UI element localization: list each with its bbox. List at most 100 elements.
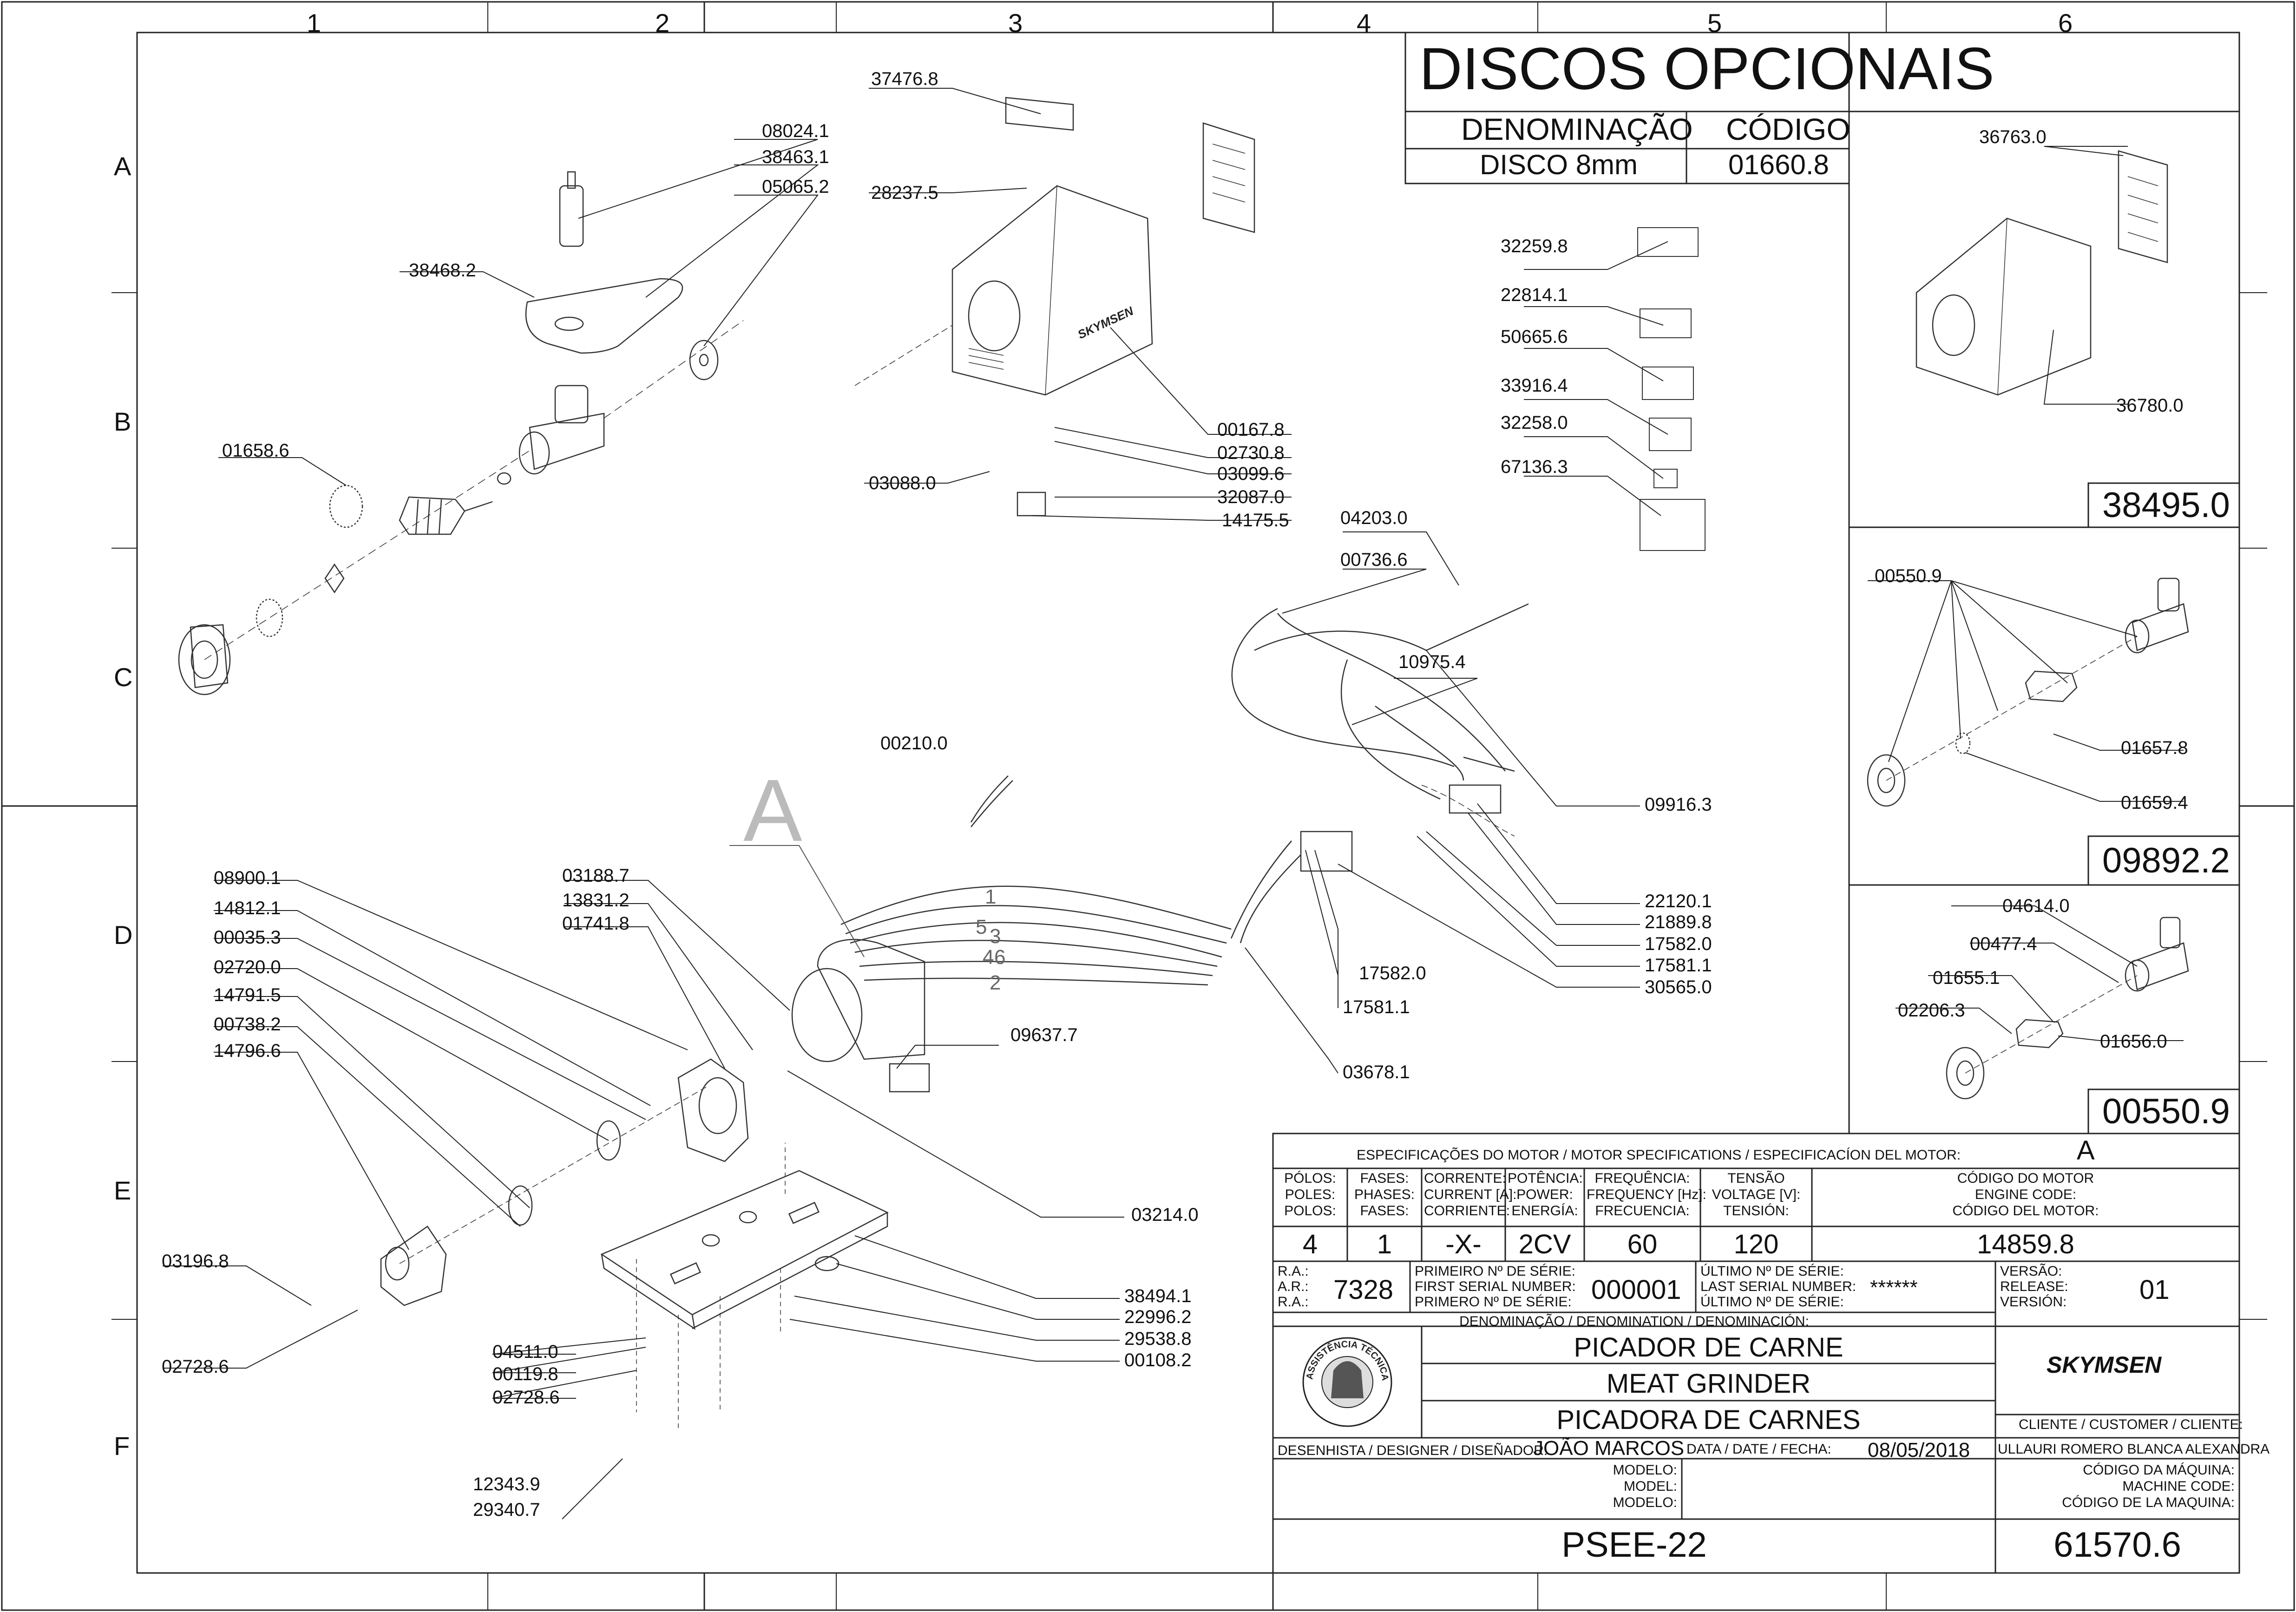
model-label: MODELO: xyxy=(1613,1462,1677,1478)
date-value: 08/05/2018 xyxy=(1868,1439,1970,1461)
part-number: 17582.0 xyxy=(1645,934,1712,954)
part-number: 28237.5 xyxy=(871,183,938,203)
designer-label: DESENHISTA / DESIGNER / DISEÑADOR: xyxy=(1278,1443,1548,1458)
ra-value: 7328 xyxy=(1333,1275,1394,1305)
phases-value: 1 xyxy=(1377,1229,1392,1259)
wire-number: 2 xyxy=(990,971,1001,994)
part-number: 00167.8 xyxy=(1217,419,1285,440)
voltage-label: TENSIÓN: xyxy=(1723,1203,1789,1219)
column-label: 4 xyxy=(1357,8,1371,38)
voltage-label: VOLTAGE [V]: xyxy=(1712,1187,1801,1202)
part-number: 37476.8 xyxy=(871,69,938,89)
part-number: 00108.2 xyxy=(1124,1350,1192,1370)
column-label: 1 xyxy=(307,8,321,38)
row-label: E xyxy=(114,1176,131,1205)
part-number: 01655.1 xyxy=(1933,968,2000,988)
last-serial-value: ****** xyxy=(1870,1276,1918,1299)
part-number: 05065.2 xyxy=(762,177,829,197)
part-number: 08024.1 xyxy=(762,121,829,141)
column-label: 6 xyxy=(2058,8,2073,38)
model-label: MODEL: xyxy=(1623,1479,1677,1494)
ra-label: A.R.: xyxy=(1278,1279,1309,1294)
part-number: 22120.1 xyxy=(1645,891,1712,911)
authorized-seal xyxy=(1302,1337,1392,1427)
drawing-frame xyxy=(136,32,2240,1574)
column-label: 3 xyxy=(1008,8,1023,38)
designer-value: JOÃO MARCOS xyxy=(1533,1437,1685,1460)
grinder-head-group xyxy=(178,171,744,695)
row-label: D xyxy=(114,920,133,950)
part-number: 33916.4 xyxy=(1501,375,1568,396)
motor-spec-variant: A xyxy=(2077,1135,2095,1166)
machine-code-label: CÓDIGO DA MÁQUINA: xyxy=(2083,1462,2235,1478)
part-number: 08900.1 xyxy=(214,868,281,888)
part-number: 02206.3 xyxy=(1898,1000,1965,1021)
part-number: 02728.6 xyxy=(492,1387,560,1408)
machine-code-label: MACHINE CODE: xyxy=(2122,1479,2235,1494)
version-value: 01 xyxy=(2139,1275,2170,1305)
kit-code: 09892.2 xyxy=(2102,841,2230,880)
part-number: 17582.0 xyxy=(1359,963,1426,983)
part-number: 32259.8 xyxy=(1501,236,1568,256)
part-number: 01659.4 xyxy=(2121,793,2188,813)
wire-numbers: 1 5 3 4 6 2 xyxy=(976,885,1005,994)
frequency-label: FRECUENCIA: xyxy=(1595,1203,1690,1219)
leader-lines xyxy=(163,88,2184,1520)
callout-letter: A xyxy=(743,761,802,860)
part-number: 17581.1 xyxy=(1645,955,1712,976)
part-number: 14175.5 xyxy=(1222,510,1289,531)
base-gearbox-group xyxy=(380,1058,889,1431)
wire-number: 6 xyxy=(994,946,1005,969)
part-number: 03099.6 xyxy=(1217,464,1285,484)
power-value: 2CV xyxy=(1518,1229,1571,1259)
first-serial-value: 000001 xyxy=(1591,1275,1681,1305)
last-serial-label: LAST SERIAL NUMBER: xyxy=(1700,1279,1856,1294)
part-number: 32087.0 xyxy=(1217,487,1285,507)
wire-number: 5 xyxy=(976,916,987,938)
housing-brand: SKYMSEN xyxy=(1076,303,1136,341)
part-number: 13831.2 xyxy=(562,890,630,911)
kit1-code-box xyxy=(2087,482,2240,528)
current-label: CURRENT [A]: xyxy=(1424,1187,1517,1202)
seal-text: ASSISTÊNCIA TÉCNICA AUTORIZADA xyxy=(0,0,1390,1383)
column-label: 2 xyxy=(655,8,670,38)
housing-group xyxy=(854,97,1255,517)
product-name-pt: PICADOR DE CARNE xyxy=(1574,1332,1843,1363)
date-label: DATA / DATE / FECHA: xyxy=(1686,1442,1831,1457)
part-number: 17581.1 xyxy=(1343,997,1410,1017)
optional-discs-title: DISCOS OPCIONAIS xyxy=(1419,36,1994,102)
first-serial-label: PRIMEIRO Nº DE SÉRIE: xyxy=(1415,1264,1576,1279)
labels-group xyxy=(1637,227,1706,551)
part-number: 00210.0 xyxy=(880,733,948,754)
machine-code-label: CÓDIGO DE LA MAQUINA: xyxy=(2062,1495,2235,1510)
part-number: 14791.5 xyxy=(214,985,281,1005)
brand-logo: SKYMSEN xyxy=(2047,1352,2162,1378)
part-number: 38463.1 xyxy=(762,147,829,167)
engine-code-label: CÓDIGO DO MOTOR xyxy=(1957,1171,2094,1186)
part-number: 22814.1 xyxy=(1501,285,1568,305)
version-label: VERSIÓN: xyxy=(2000,1294,2067,1310)
optional-discs-col-name: DENOMINAÇÃO xyxy=(1461,112,1693,146)
part-number: 14812.1 xyxy=(214,898,281,918)
part-number: 03678.1 xyxy=(1343,1062,1410,1082)
part-number: 38494.1 xyxy=(1124,1286,1192,1306)
frequency-label: FREQUENCY [Hz]: xyxy=(1587,1187,1706,1202)
last-serial-label: ÚLTIMO Nº DE SÉRIE: xyxy=(1700,1264,1844,1279)
motor-wiring-group xyxy=(791,603,1529,1093)
part-number: 04511.0 xyxy=(492,1342,558,1362)
denomination-label: DENOMINAÇÃO / DENOMINATION / DENOMINACIÓ… xyxy=(1459,1314,1809,1329)
part-number: 03188.7 xyxy=(562,865,630,886)
part-number: 00736.6 xyxy=(1340,550,1408,570)
voltage-label: TENSÃO xyxy=(1727,1171,1785,1186)
column-label: 5 xyxy=(1707,8,1722,38)
phases-label: FASES: xyxy=(1360,1171,1409,1186)
part-number: 02730.8 xyxy=(1217,443,1285,463)
part-number: 29538.8 xyxy=(1124,1329,1192,1349)
wire-number: 1 xyxy=(985,885,996,908)
part-number: 03088.0 xyxy=(869,473,936,493)
part-number: 36763.0 xyxy=(1979,127,2047,147)
model-label: MODELO: xyxy=(1613,1495,1677,1510)
poles-label: POLOS: xyxy=(1284,1203,1336,1219)
motor-spec-header: ESPECIFICAÇÕES DO MOTOR / MOTOR SPECIFIC… xyxy=(1357,1147,1961,1163)
part-number: 12343.9 xyxy=(473,1474,540,1494)
